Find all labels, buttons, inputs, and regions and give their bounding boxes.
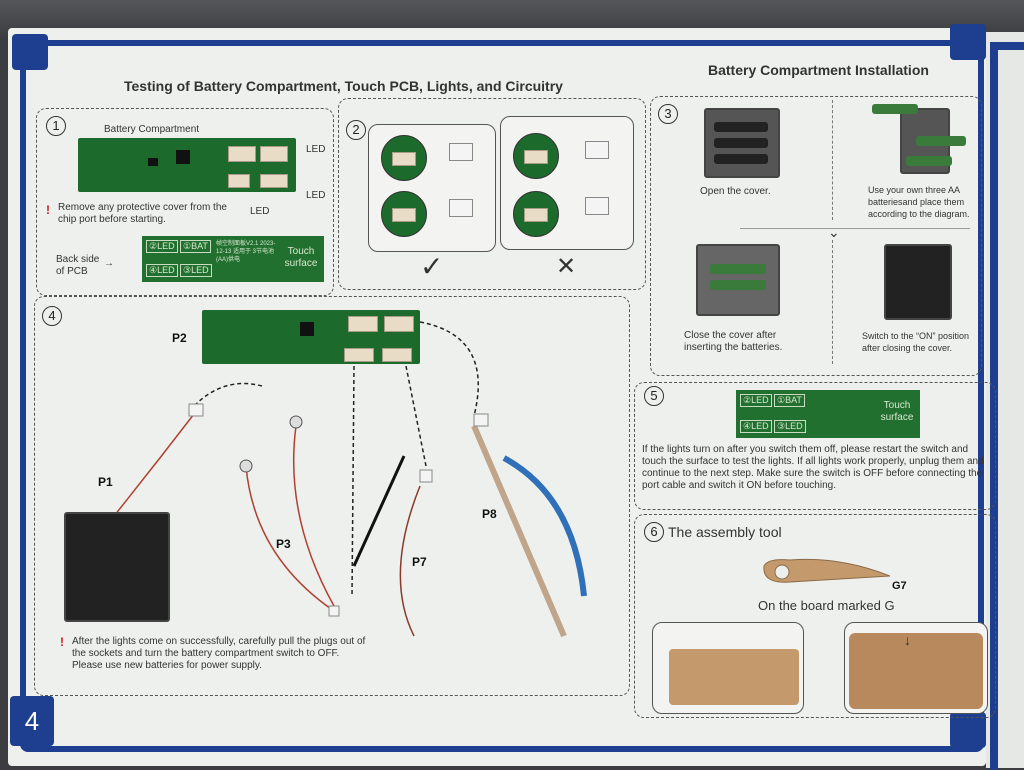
page-number: 4 — [10, 696, 54, 746]
label-p8: P8 — [482, 507, 497, 521]
touch-surface-label: Touch surface — [284, 246, 318, 269]
pcb-back: ②LED ①BAT ④LED ③LED 帧空制面板V2.1 2023-12-13… — [142, 236, 324, 282]
step1-warning: Remove any protective cover from the chi… — [58, 202, 227, 225]
right-section-title: Battery Compartment Installation — [708, 62, 929, 78]
step3-divider-top — [832, 100, 833, 220]
cross-icon: ✕ — [556, 253, 577, 280]
step6-box — [634, 514, 996, 718]
led-label-3: LED — [250, 206, 270, 217]
label-p2: P2 — [172, 331, 187, 345]
step4-warning: After the lights come on successfully, c… — [72, 636, 366, 671]
label-p7: P7 — [412, 555, 427, 569]
aa-battery-3 — [906, 156, 952, 166]
pcb5-label-bat1: ①BAT — [774, 394, 805, 407]
label-p3: P3 — [276, 537, 291, 551]
aa-battery-1 — [872, 104, 918, 114]
wrong-connection-card — [500, 116, 634, 250]
board-g-photo — [652, 622, 804, 714]
correct-connection-card — [368, 124, 496, 252]
caption-insert-batteries: Use your own three AA batteriesand place… — [868, 185, 970, 219]
frame-corner-top-right — [950, 24, 986, 60]
caption-close-cover: Close the cover after inserting the batt… — [684, 330, 783, 353]
step2-number: 2 — [346, 120, 366, 140]
warning-icon: ! — [46, 203, 50, 217]
step2-box — [338, 98, 646, 290]
step3-number: 3 — [658, 104, 678, 124]
caption-switch-on: Switch to the “ON” position after closin… — [862, 331, 970, 353]
chevron-down-icon: ⌄ — [828, 224, 840, 240]
check-icon: ✓ — [420, 251, 444, 282]
pcb-label-led3: ③LED — [180, 264, 212, 277]
step3-divider-h — [740, 228, 970, 229]
frame-corner-top-left — [12, 34, 48, 70]
page-frame — [20, 40, 984, 752]
led-label-2: LED — [306, 190, 326, 201]
arrow-down-icon: ↓ — [904, 632, 911, 648]
back-side-label: Back side of PCB — [56, 254, 100, 277]
step4-box — [34, 296, 630, 696]
step5-box — [634, 382, 996, 510]
frame-corner-bottom-right — [950, 712, 986, 748]
step6-number: 6 — [644, 522, 664, 542]
pcb-label-bat1: ①BAT — [180, 240, 211, 253]
step4-wiring-diagram — [113, 321, 587, 638]
step1-number: 1 — [46, 116, 66, 136]
pcb5-label-led3: ③LED — [774, 420, 806, 433]
left-section-title: Testing of Battery Compartment, Touch PC… — [124, 78, 563, 94]
led-label-1: LED — [306, 144, 326, 155]
step1-box — [36, 108, 334, 296]
battery-compartment-label: Battery Compartment — [104, 124, 200, 135]
pcb5-label-led2: ②LED — [740, 394, 772, 407]
caption-open-cover: Open the cover. — [700, 186, 771, 197]
pcb5-touch-label: Touch surface — [880, 400, 914, 423]
battery-box-loaded — [696, 244, 780, 316]
pcb-label-led2: ②LED — [146, 240, 178, 253]
step6-caption: On the board marked G — [758, 598, 895, 613]
pcb-label-led4: ④LED — [146, 264, 178, 277]
step4-number: 4 — [42, 306, 62, 326]
pcb5-label-led4: ④LED — [740, 420, 772, 433]
battery-box-open — [704, 108, 780, 178]
assembly-tool-image — [763, 558, 891, 583]
battery-box-closed — [884, 244, 952, 320]
tool-label-g7: G7 — [892, 580, 907, 592]
step3-divider-bottom — [832, 240, 833, 364]
next-page-edge — [986, 32, 1024, 770]
pcb-small-text: 帧空制面板V2.1 2023-12-13 适用于 3节电池(AA)供电 — [216, 241, 276, 263]
battery-box-p1 — [64, 512, 170, 622]
aa-battery-2 — [916, 136, 966, 146]
step5-text: If the lights turn on after you switch t… — [642, 444, 984, 491]
pcb-back-step5: ②LED ①BAT ④LED ③LED Touch surface — [736, 390, 920, 438]
step5-number: 5 — [644, 386, 664, 406]
pcb-front — [78, 138, 296, 192]
tool-use-photo — [844, 622, 988, 714]
step4-warning-icon: ! — [60, 635, 64, 649]
arrow-right-icon: → — [104, 258, 114, 269]
step3-box — [650, 96, 982, 376]
pcb-front-step4 — [202, 310, 420, 364]
step6-title: The assembly tool — [668, 524, 782, 540]
label-p1: P1 — [98, 475, 113, 489]
